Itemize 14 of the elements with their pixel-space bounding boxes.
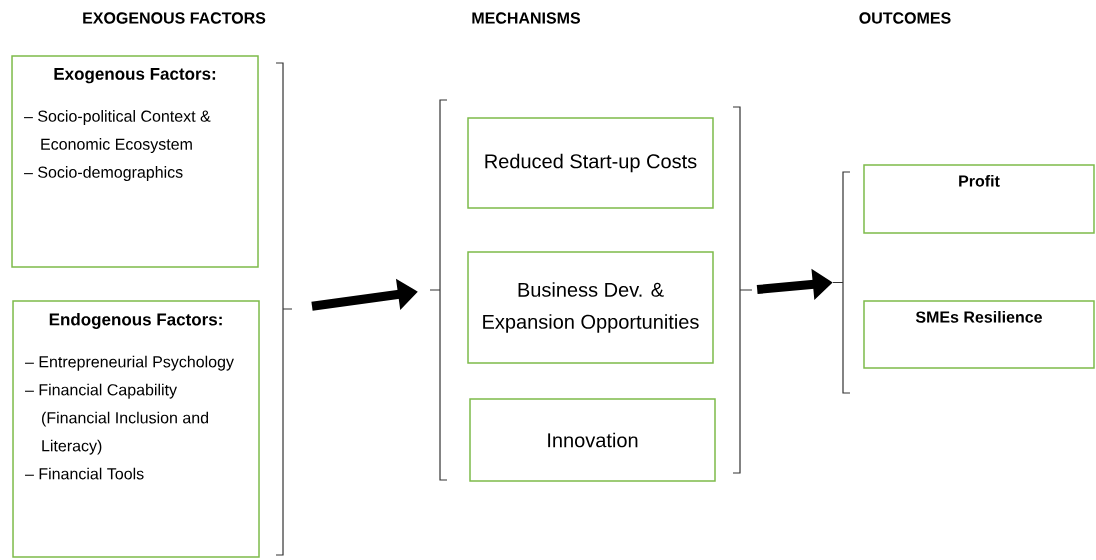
factor-box: Reduced Start-up Costs (467, 117, 714, 209)
factor-box: Profit (863, 164, 1095, 234)
factor-box: Business Dev. & Expansion Opportunities (467, 251, 714, 364)
factor-box: SMEs Resilience (863, 300, 1095, 369)
bracket (832, 171, 851, 394)
column-heading: MECHANISMS (472, 12, 581, 24)
factor-box: Exogenous Factors: – Socio-political Context & Economic Ecosystem – Socio-demographics (11, 55, 259, 268)
bracket (275, 62, 293, 556)
bracket (732, 106, 753, 474)
column-heading: OUTCOMES (859, 12, 951, 24)
column-heading: EXOGENOUS FACTORS (83, 12, 266, 24)
factor-box: Innovation (469, 398, 716, 482)
bracket (429, 99, 448, 481)
factor-box: Endogenous Factors: – Entrepreneurial Psychology – Financial Capability (Financial Inclusion and Literacy) – Financial Tools (12, 300, 260, 558)
